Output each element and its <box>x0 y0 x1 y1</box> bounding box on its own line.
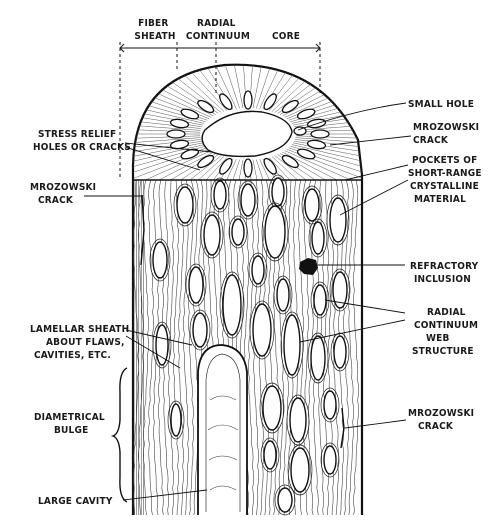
pore <box>324 446 336 474</box>
label-mrozowski-crack-bottom-right: MROZOWSKI CRACK <box>408 408 478 432</box>
pore <box>334 336 346 368</box>
stress-relief-hole <box>167 130 185 138</box>
pore <box>324 391 336 419</box>
pore <box>314 285 326 315</box>
pore <box>311 336 325 380</box>
pore <box>278 488 292 512</box>
label-refractory-inclusion: REFRACTORY INCLUSION <box>410 261 482 285</box>
label-radial-continuum: RADIAL CONTINUUM <box>186 18 250 42</box>
pore <box>305 189 319 221</box>
label-mrozowski-crack-left: MROZOWSKI CRACK <box>30 182 100 206</box>
pore <box>330 198 346 242</box>
pore <box>265 206 285 258</box>
label-small-hole: SMALL HOLE <box>408 99 474 110</box>
label-lamellar-sheath: LAMELLAR SHEATH ABOUT FLAWS, CAVITIES, E… <box>30 324 133 361</box>
pore <box>253 304 271 356</box>
pore <box>223 275 241 335</box>
label-large-cavity: LARGE CAVITY <box>38 496 113 507</box>
pore <box>156 325 168 365</box>
label-fiber-sheath: FIBER SHEATH <box>134 18 175 42</box>
pore <box>263 386 281 430</box>
pore <box>232 219 244 245</box>
pore <box>312 222 324 254</box>
diametrical-bulge-brace <box>113 368 127 502</box>
pore <box>193 313 207 347</box>
label-diametrical-bulge: DIAMETRICAL BULGE <box>34 412 108 436</box>
label-stress-relief: STRESS RELIEF HOLES OR CRACKS <box>33 129 131 153</box>
pore <box>272 178 284 206</box>
label-pockets-short-range: POCKETS OF SHORT-RANGE CRYSTALLINE MATER… <box>408 155 485 205</box>
label-core: CORE <box>272 31 300 42</box>
pore <box>171 404 181 436</box>
pore <box>284 315 300 375</box>
stress-relief-hole <box>244 159 252 177</box>
pore <box>214 181 226 209</box>
pore <box>241 184 255 216</box>
stress-relief-hole <box>244 91 252 109</box>
pore <box>153 242 167 278</box>
label-radial-continuum-web: RADIAL CONTINUUM WEB STRUCTURE <box>412 307 482 357</box>
pore <box>264 441 276 469</box>
label-mrozowski-crack-top-right: MROZOWSKI CRACK <box>413 122 483 146</box>
pore <box>177 187 193 223</box>
pore <box>277 279 289 311</box>
pore <box>189 267 203 303</box>
stress-relief-hole <box>311 130 329 138</box>
pore <box>291 448 309 492</box>
large-cavity <box>198 345 247 515</box>
pore <box>204 215 220 255</box>
pore <box>290 398 306 442</box>
header-labels: FIBER SHEATH RADIAL CONTINUUM CORE <box>134 18 300 42</box>
pore <box>252 256 264 284</box>
